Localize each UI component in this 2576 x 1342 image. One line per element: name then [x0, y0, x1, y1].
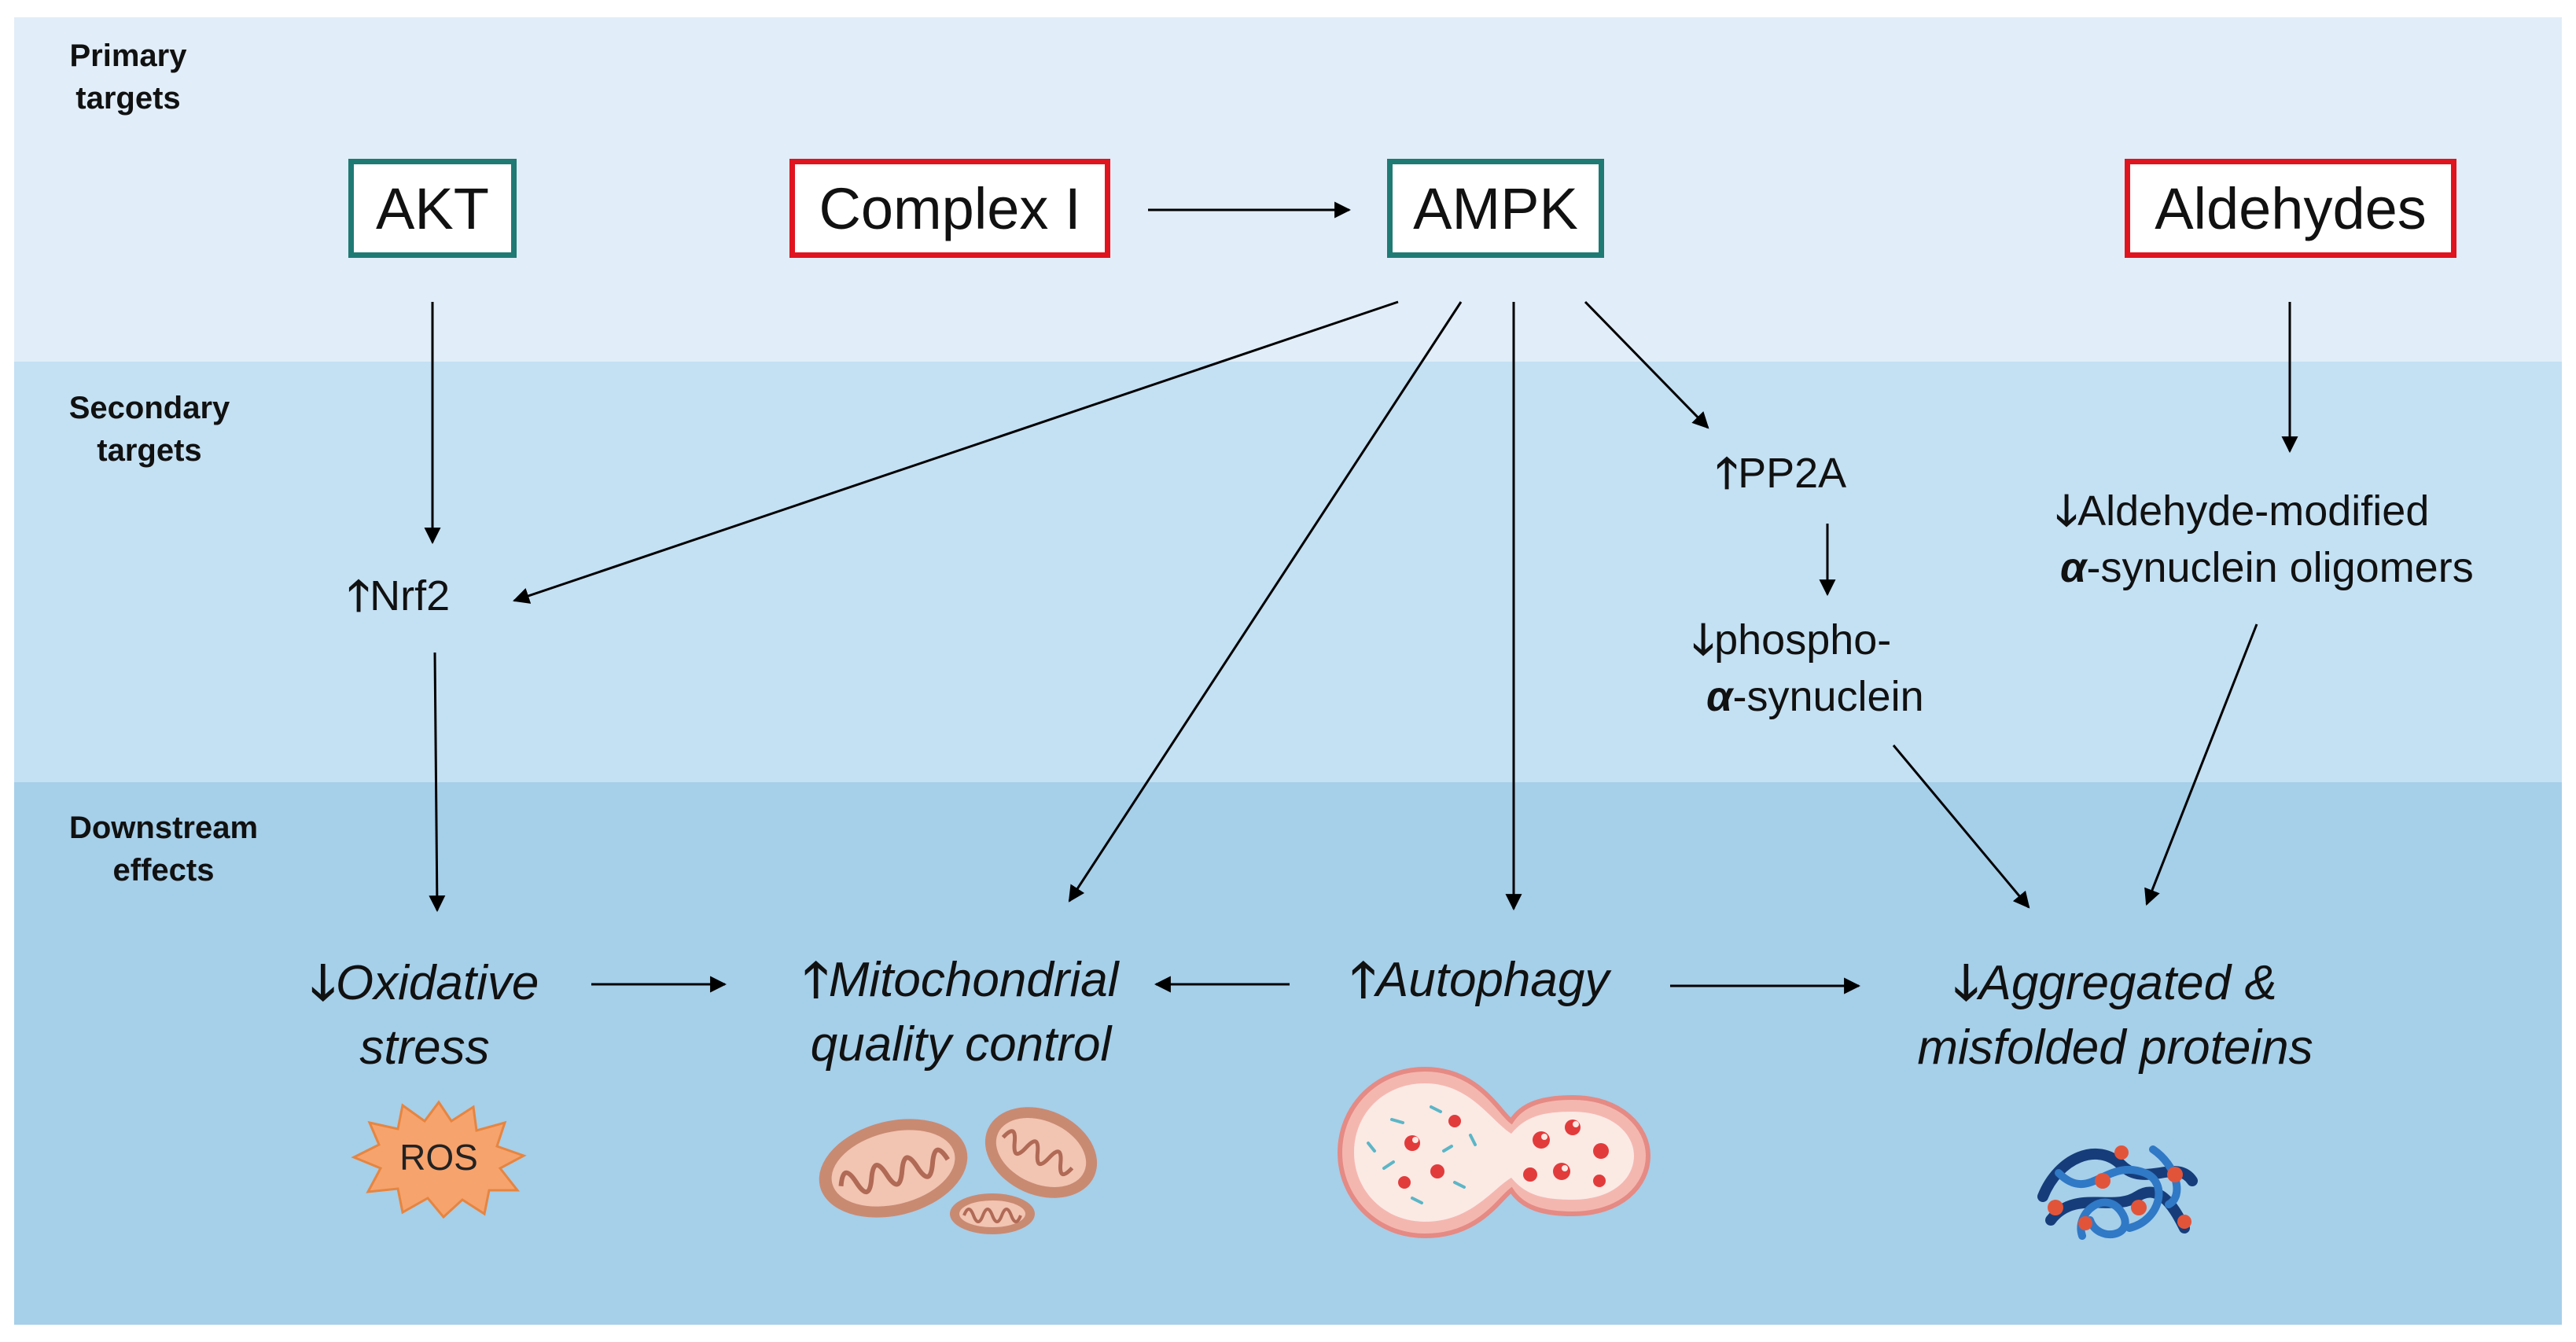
pp2a-label: 🡑PP2A: [1716, 450, 1847, 497]
mitochondria-icon: [819, 1107, 1098, 1234]
up-arrow-icon: 🡑: [1350, 953, 1376, 1007]
up-arrow-icon: 🡑: [803, 953, 829, 1007]
akt-label: AKT: [376, 175, 489, 241]
phospho-synuclein-label: 🡓phospho- α-synuclein: [1692, 616, 1924, 720]
autophagosome-icon: [1337, 1066, 1651, 1239]
arrow-phospho-aggregated: [1892, 745, 2030, 909]
autophagy-label: 🡑Autophagy: [1350, 953, 1610, 1007]
complex1-label: Complex I: [819, 175, 1081, 241]
aggregated-proteins-label: 🡓Aggregated & misfolded proteins: [1917, 956, 2313, 1075]
nrf2-label: 🡑Nrf2: [348, 572, 451, 620]
up-arrow-icon: 🡑: [1716, 450, 1739, 497]
arrow-ampk-nrf2: [513, 300, 1399, 604]
section-label-primary: Primary targets: [69, 39, 187, 116]
ros-text: ROS: [399, 1137, 478, 1178]
downstream-band: [14, 782, 2562, 1325]
oxidative-stress-label: 🡓Oxidative stress: [310, 956, 539, 1075]
complex1-box: Complex I: [789, 159, 1110, 258]
secondary-band: [14, 362, 2562, 782]
ampk-label: AMPK: [1413, 175, 1578, 241]
section-label-secondary: Secondary targets: [68, 391, 230, 468]
arrow-oligomers-aggregated: [2144, 623, 2258, 906]
arrow-ampk-pp2a: [1584, 300, 1709, 429]
ros-starburst-icon: ROS: [351, 1100, 527, 1219]
down-arrow-icon: 🡓: [1692, 616, 1715, 664]
aldehydes-box: Aldehydes: [2125, 159, 2456, 258]
up-arrow-icon: 🡑: [348, 572, 370, 620]
down-arrow-icon: 🡓: [2055, 487, 2078, 535]
section-label-downstream: Downstream effects: [68, 811, 259, 888]
aldehydes-label: Aldehydes: [2155, 175, 2427, 241]
akt-box: AKT: [348, 159, 517, 258]
arrow-nrf2-oxidative: [429, 652, 446, 913]
protein-aggregate-icon: [2037, 1145, 2198, 1240]
down-arrow-icon: 🡓: [1953, 956, 1979, 1010]
mitochondrial-qc-label: 🡑Mitochondrial quality control: [803, 953, 1119, 1072]
down-arrow-icon: 🡓: [310, 956, 336, 1010]
aldehyde-oligomers-label: 🡓Aldehyde-modified α-synuclein oligomers: [2055, 487, 2474, 591]
ampk-box: AMPK: [1387, 159, 1604, 258]
arrow-ampk-mito: [1068, 301, 1463, 903]
